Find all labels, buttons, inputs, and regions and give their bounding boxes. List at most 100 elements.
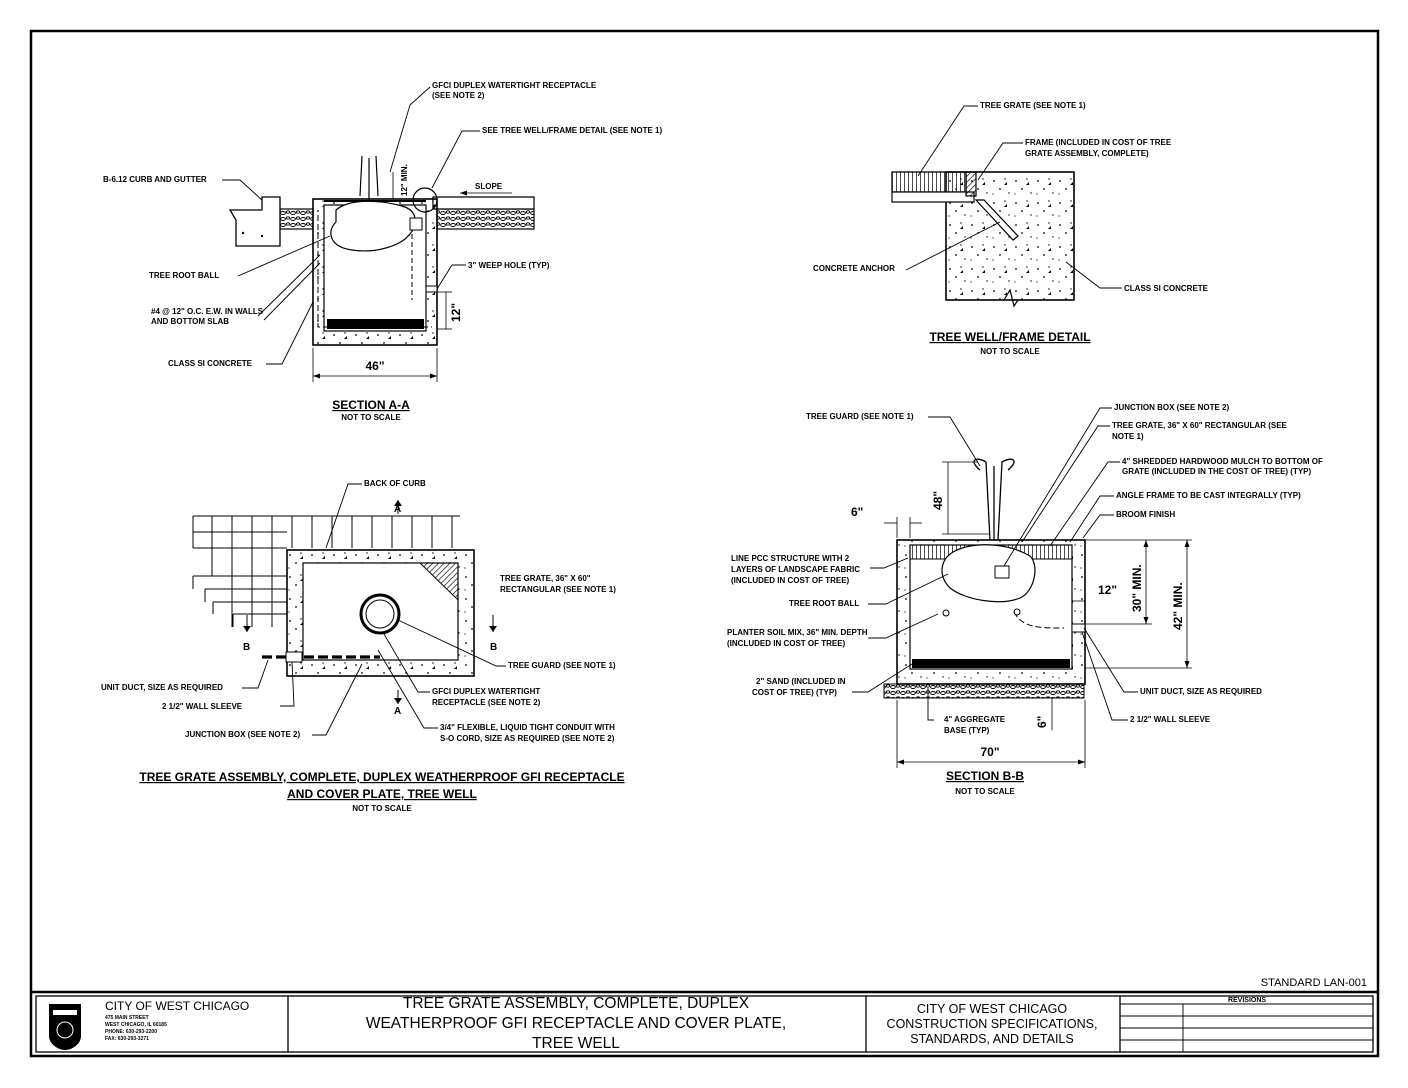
marker-a-bottom: A — [394, 706, 401, 717]
label-back-of-curb: BACK OF CURB — [364, 479, 426, 488]
label-class-si-concrete-detail: CLASS SI CONCRETE — [1124, 284, 1209, 293]
label-plan-junction-box: JUNCTION BOX (SEE NOTE 2) — [185, 730, 300, 739]
drawing-title-2: WEATHERPROOF GFI RECEPTACLE AND COVER PL… — [366, 1015, 786, 1032]
title-plan-1: TREE GRATE ASSEMBLY, COMPLETE, DUPLEX WE… — [139, 770, 624, 784]
label-bb-line-pcc-1: LINE PCC STRUCTURE WITH 2 — [731, 554, 850, 563]
label-plan-gfci-2: RECEPTACLE (SEE NOTE 2) — [432, 698, 541, 707]
label-frame-2: GRATE ASSEMBLY, COMPLETE) — [1025, 149, 1149, 158]
angle-frame — [965, 171, 977, 197]
label-concrete-anchor: CONCRETE ANCHOR — [813, 264, 895, 273]
label-bb-line-pcc-3: (INCLUDED IN COST OF TREE) — [731, 576, 850, 585]
marker-b-left: B — [243, 642, 250, 653]
spec-line-2: CONSTRUCTION SPECIFICATIONS, — [887, 1017, 1098, 1031]
label-bb-angle-frame: ANGLE FRAME TO BE CAST INTEGRALLY (TYP) — [1116, 491, 1301, 500]
label-bb-mulch-1: 4" SHREDDED HARDWOOD MULCH TO BOTTOM OF — [1122, 457, 1323, 466]
label-bb-aggregate-2: BASE (TYP) — [944, 726, 990, 735]
dim-bb-6-base: 6" — [1035, 716, 1049, 728]
root-ball — [330, 200, 416, 252]
scale-section-a-a: NOT TO SCALE — [341, 413, 401, 422]
drawing-title-3: TREE WELL — [532, 1035, 620, 1052]
pavement-left — [279, 208, 314, 230]
label-bb-aggregate-1: 4" AGGREGATE — [944, 715, 1006, 724]
bottom-gravel — [327, 319, 424, 329]
label-bb-sand-1: 2" SAND (INCLUDED IN — [756, 677, 846, 686]
label-rebar-1: #4 @ 12" O.C. E.W. IN WALLS — [151, 307, 264, 316]
section-b-b: JUNCTION BOX (SEE NOTE 2) TREE GUARD (SE… — [727, 403, 1323, 796]
plan-view: A A B B BACK OF CURB TREE GRATE, 36" X 6… — [101, 479, 625, 813]
label-gfci-receptacle-2: (SEE NOTE 2) — [432, 91, 485, 100]
dim-bb-30-min: 30" MIN. — [1130, 564, 1144, 612]
junction-box — [409, 217, 423, 231]
dim-bb-48: 48" — [931, 491, 945, 510]
dim-bb-70: 70" — [980, 745, 999, 759]
label-bb-sand-2: COST OF TREE) (TYP) — [752, 688, 837, 697]
address-phone: PHONE: 630-293-2200 — [105, 1029, 157, 1035]
plan-tree-guard-ring-inner — [365, 599, 395, 629]
title-section-b-b: SECTION B-B — [946, 769, 1024, 783]
label-plan-conduit-1: 3/4" FLEXIBLE, LIQUID TIGHT CONDUIT WITH — [440, 723, 615, 732]
dim-12: 12" — [449, 303, 463, 322]
scale-section-b-b: NOT TO SCALE — [955, 787, 1015, 796]
label-tree-grate: TREE GRATE (SEE NOTE 1) — [980, 101, 1086, 110]
tree-well-frame-detail: TREE GRATE (SEE NOTE 1) FRAME (INCLUDED … — [813, 101, 1209, 356]
label-bb-wall-sleeve: 2 1/2" WALL SLEEVE — [1130, 715, 1211, 724]
dim-46: 46" — [365, 359, 384, 373]
tree-grate-bars — [891, 171, 967, 193]
title-section-a-a: SECTION A-A — [332, 398, 410, 412]
title-tree-well-frame-detail: TREE WELL/FRAME DETAIL — [929, 330, 1090, 344]
label-plan-grate-2: RECTANGULAR (SEE NOTE 1) — [500, 585, 616, 594]
scale-tree-well-frame-detail: NOT TO SCALE — [980, 347, 1040, 356]
label-slope: SLOPE — [475, 182, 503, 191]
label-plan-grate-1: TREE GRATE, 36" X 60" — [500, 574, 591, 583]
bb-tree-guard — [973, 458, 1015, 541]
label-plan-tree-guard: TREE GUARD (SEE NOTE 1) — [508, 661, 616, 670]
title-plan-2: AND COVER PLATE, TREE WELL — [287, 787, 477, 801]
section-a-a: GFCI DUPLEX WATERTIGHT RECEPTACLE (SEE N… — [103, 81, 662, 422]
label-gfci-receptacle-1: GFCI DUPLEX WATERTIGHT RECEPTACLE — [432, 81, 597, 90]
label-frame-1: FRAME (INCLUDED IN COST OF TREE — [1025, 138, 1172, 147]
dim-bb-12: 12" — [1098, 583, 1117, 597]
label-plan-conduit-2: S-O CORD, SIZE AS REQUIRED (SEE NOTE 2) — [440, 734, 615, 743]
address-fax: FAX: 630-293-3271 — [105, 1036, 149, 1042]
dim-12-min: 12" MIN. — [400, 164, 409, 196]
marker-b-right: B — [490, 642, 497, 653]
label-bb-mulch-2: GRATE (INCLUDED IN THE COST OF TREE) (TY… — [1122, 467, 1312, 476]
label-tree-well-frame: SEE TREE WELL/FRAME DETAIL (SEE NOTE 1) — [482, 126, 662, 135]
label-plan-wall-sleeve: 2 1/2" WALL SLEEVE — [162, 702, 243, 711]
revisions-header: REVISIONS — [1228, 997, 1266, 1004]
label-curb-gutter: B-6.12 CURB AND GUTTER — [103, 175, 207, 184]
label-bb-tree-guard: TREE GUARD (SEE NOTE 1) — [806, 412, 914, 421]
label-bb-unit-duct: UNIT DUCT, SIZE AS REQUIRED — [1140, 687, 1262, 696]
label-bb-grate-1: TREE GRATE, 36" X 60" RECTANGULAR (SEE — [1112, 421, 1288, 430]
spec-line-1: CITY OF WEST CHICAGO — [917, 1002, 1068, 1016]
curb-gutter — [228, 196, 281, 247]
concrete-anchor — [974, 199, 1019, 241]
standard-number: STANDARD LAN-001 — [1261, 977, 1367, 989]
sidewalk-slab — [432, 196, 535, 210]
dim-bb-6: 6" — [851, 505, 863, 519]
label-bb-planter-2: (INCLUDED IN COST OF TREE) — [727, 639, 846, 648]
label-bb-planter-1: PLANTER SOIL MIX, 36" MIN. DEPTH — [727, 628, 868, 637]
bb-aggregate-base — [883, 683, 1085, 699]
bb-sand-layer — [912, 659, 1070, 668]
label-rebar-2: AND BOTTOM SLAB — [151, 317, 229, 326]
city-name: CITY OF WEST CHICAGO — [105, 999, 249, 1013]
dim-bb-42-min: 42" MIN. — [1171, 582, 1185, 630]
marker-a-top: A — [394, 504, 401, 515]
drawing-title-1: TREE GRATE ASSEMBLY, COMPLETE, DUPLEX — [403, 995, 750, 1012]
plan-grate-hatch-corner — [418, 562, 459, 602]
label-root-ball: TREE ROOT BALL — [149, 271, 219, 280]
city-seal-icon — [49, 1004, 81, 1050]
address-line-1: 475 MAIN STREET — [105, 1015, 149, 1021]
label-weep-hole: 3" WEEP HOLE (TYP) — [468, 261, 550, 270]
scale-plan: NOT TO SCALE — [352, 804, 412, 813]
label-class-si-concrete: CLASS SI CONCRETE — [168, 359, 253, 368]
address-line-2: WEST CHICAGO, IL 60185 — [105, 1022, 167, 1028]
label-plan-unit-duct: UNIT DUCT, SIZE AS REQUIRED — [101, 683, 223, 692]
bb-root-ball — [941, 544, 1036, 603]
label-bb-junction-box: JUNCTION BOX (SEE NOTE 2) — [1114, 403, 1229, 412]
title-block: STANDARD LAN-001 REVISIONS CITY OF WEST … — [31, 977, 1378, 1053]
sheet-border — [29, 29, 1380, 1058]
label-bb-line-pcc-2: LAYERS OF LANDSCAPE FABRIC — [731, 565, 860, 574]
